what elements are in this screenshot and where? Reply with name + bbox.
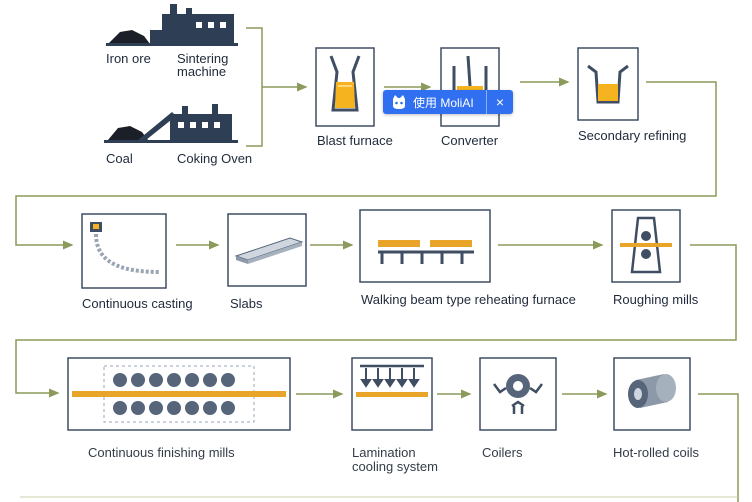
connector-row2-to-row3 <box>15 244 737 398</box>
label-coal: Coal <box>106 151 133 166</box>
cat-icon <box>393 95 405 109</box>
walking-beam-furnace-icon <box>359 209 491 283</box>
badge-divider <box>486 90 487 114</box>
label-secondary-refining: Secondary refining <box>578 128 687 143</box>
label-continuous-finishing: Continuous finishing mills <box>88 445 235 460</box>
label-coilers: Coilers <box>482 445 523 460</box>
secondary-refining-icon <box>577 47 639 121</box>
lamination-cooling-icon <box>351 357 433 431</box>
roughing-mills-icon <box>611 209 681 283</box>
connector-coking <box>246 87 263 147</box>
label-hot-rolled-coils: Hot-rolled coils <box>613 445 699 460</box>
coking-oven-icon <box>104 104 238 143</box>
moliai-badge[interactable]: 使用 MoliAI × <box>383 90 513 114</box>
label-continuous-casting: Continuous casting <box>82 296 193 311</box>
slabs-icon <box>227 213 307 287</box>
connector-row1-to-row2 <box>15 81 717 250</box>
label-iron-ore: Iron ore <box>106 51 151 66</box>
blast-furnace-icon <box>315 47 375 127</box>
label-lamination-line1: Lamination <box>352 445 416 460</box>
label-lamination-line2: cooling system <box>352 459 438 474</box>
label-sintering-line1: Sintering <box>177 51 229 66</box>
connector-lines <box>15 27 739 502</box>
label-sintering-line2: machine <box>177 64 227 79</box>
sintering-factory-icon <box>106 4 238 46</box>
converter-icon <box>440 47 500 127</box>
continuous-casting-icon <box>81 213 167 289</box>
close-icon[interactable]: × <box>495 94 505 110</box>
connector-row3-out <box>698 393 739 502</box>
finishing-mills-icon <box>67 357 291 431</box>
label-roughing-mills: Roughing mills <box>613 292 699 307</box>
hot-rolled-coils-icon <box>613 357 691 431</box>
label-walking-beam: Walking beam type reheating furnace <box>361 292 576 307</box>
connector-sintering <box>246 27 263 87</box>
label-coking-oven: Coking Oven <box>177 151 253 166</box>
label-blast-furnace: Blast furnace <box>317 133 393 148</box>
label-converter: Converter <box>441 133 499 148</box>
coilers-icon <box>479 357 557 431</box>
label-slabs: Slabs <box>230 296 263 311</box>
moliai-label[interactable]: 使用 MoliAI <box>413 95 474 110</box>
